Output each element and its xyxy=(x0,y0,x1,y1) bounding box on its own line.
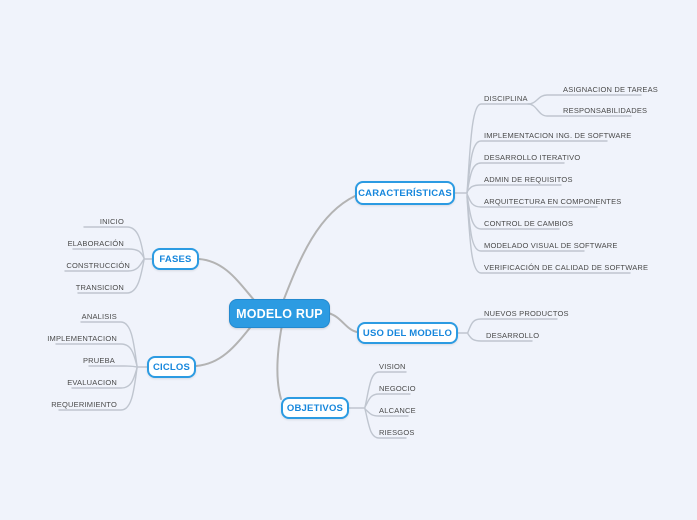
leaf-node-desarrollo-iterativo[interactable]: DESARROLLO ITERATIVO xyxy=(484,153,581,162)
root-branch-lines xyxy=(195,195,358,400)
leaf-node-disciplina[interactable]: DISCIPLINA xyxy=(484,94,528,103)
topic-node-objetivos[interactable]: OBJETIVOS xyxy=(281,397,349,419)
leaf-node-vision[interactable]: VISION xyxy=(379,362,406,371)
leaf-node-alcance[interactable]: ALCANCE xyxy=(379,406,416,415)
root-node-modelo-rup[interactable]: MODELO RUP xyxy=(229,299,330,328)
leaf-node-implementacion-ing-software[interactable]: IMPLEMENTACION ING. DE SOFTWARE xyxy=(484,131,632,140)
leaf-node-responsabilidades[interactable]: RESPONSABILIDADES xyxy=(563,106,648,115)
topic-node-ciclos[interactable]: CICLOS xyxy=(147,356,196,378)
leaf-node-arquitectura-en-componentes[interactable]: ARQUITECTURA EN COMPONENTES xyxy=(484,197,622,206)
leaf-node-inicio[interactable]: INICIO xyxy=(99,217,124,226)
leaf-branch-lines xyxy=(55,94,642,439)
leaf-node-construccion[interactable]: CONSTRUCCIÓN xyxy=(66,261,130,270)
leaf-node-negocio[interactable]: NEGOCIO xyxy=(379,384,416,393)
leaf-node-prueba[interactable]: PRUEBA xyxy=(82,356,115,365)
leaf-node-evaluacion[interactable]: EVALUACION xyxy=(67,378,117,387)
leaf-node-implementacion[interactable]: IMPLEMENTACION xyxy=(47,334,117,343)
leaf-node-control-de-cambios[interactable]: CONTROL DE CAMBIOS xyxy=(484,219,574,228)
leaf-node-analisis[interactable]: ANALISIS xyxy=(81,312,117,321)
topic-node-uso-del-modelo[interactable]: USO DEL MODELO xyxy=(357,322,458,344)
leaf-node-asignacion-de-tareas[interactable]: ASIGNACION DE TAREAS xyxy=(563,85,658,94)
topic-node-fases[interactable]: FASES xyxy=(152,248,199,270)
leaf-node-elaboracion[interactable]: ELABORACIÓN xyxy=(67,239,124,248)
leaf-node-nuevos-productos[interactable]: NUEVOS PRODUCTOS xyxy=(484,309,569,318)
leaf-node-modelado-visual-de-software[interactable]: MODELADO VISUAL DE SOFTWARE xyxy=(484,241,618,250)
topic-node-caracteristicas[interactable]: CARACTERÍSTICAS xyxy=(355,181,455,205)
leaf-node-transicion[interactable]: TRANSICION xyxy=(75,283,124,292)
leaf-node-riesgos[interactable]: RIESGOS xyxy=(379,428,415,437)
leaf-node-requerimiento[interactable]: REQUERIMIENTO xyxy=(51,400,117,409)
leaf-node-verificacion-de-calidad[interactable]: VERIFICACIÓN DE CALIDAD DE SOFTWARE xyxy=(484,263,649,272)
leaf-node-desarrollo[interactable]: DESARROLLO xyxy=(486,331,540,340)
leaf-node-admin-de-requisitos[interactable]: ADMIN DE REQUISITOS xyxy=(484,175,573,184)
